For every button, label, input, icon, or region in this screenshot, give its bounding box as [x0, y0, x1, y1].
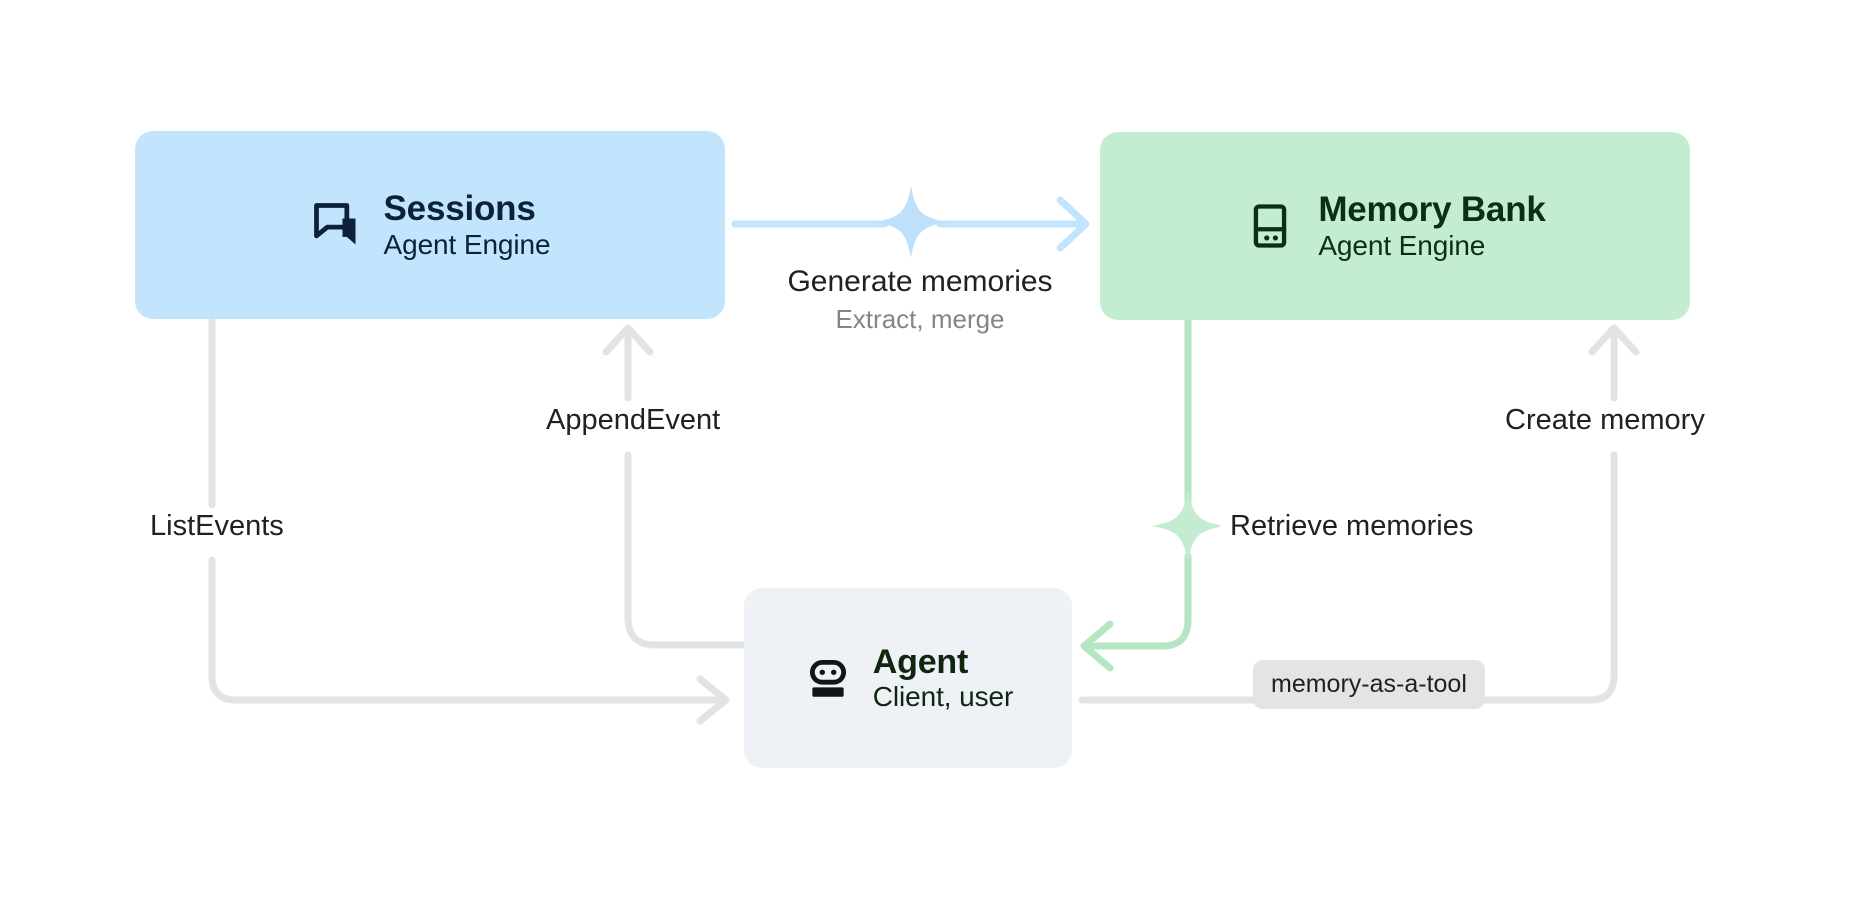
node-agent[interactable]: Agent Client, user [744, 588, 1072, 768]
edge-label-generate-memories: Generate memories Extract, merge [770, 265, 1070, 335]
edge-label-list-events-text: ListEvents [150, 510, 284, 542]
chat-bubbles-icon [310, 199, 362, 251]
edge-label-list-events: ListEvents [140, 508, 294, 545]
edge-label-generate-memories-text: Generate memories [787, 265, 1053, 298]
edge-label-create-memory: Create memory [1495, 402, 1715, 439]
node-agent-subtitle: Client, user [872, 681, 1014, 713]
node-sessions-subtitle: Agent Engine [383, 228, 551, 260]
node-memory-bank-subtitle: Agent Engine [1318, 229, 1486, 261]
node-agent-title: Agent [872, 642, 969, 681]
edge-label-append-event: AppendEvent [536, 402, 731, 439]
node-memory-bank[interactable]: Memory Bank Agent Engine [1100, 132, 1690, 320]
edge-label-retrieve-memories: Retrieve memories [1220, 508, 1484, 545]
edge-label-append-event-text: AppendEvent [546, 404, 721, 436]
robot-icon [803, 653, 853, 703]
edge-retrieve-memories [1080, 316, 1224, 672]
memory-bank-icon [1244, 200, 1296, 252]
edge-label-retrieve-memories-text: Retrieve memories [1230, 510, 1474, 542]
edge-generate-memories [731, 186, 1090, 258]
node-sessions[interactable]: Sessions Agent Engine [135, 131, 725, 319]
node-sessions-title: Sessions [383, 189, 536, 229]
sparkle-icon [1152, 490, 1224, 562]
edge-label-create-memory-text: Create memory [1505, 404, 1705, 436]
edge-append-event [602, 324, 748, 649]
node-memory-bank-title: Memory Bank [1318, 190, 1546, 230]
sparkle-icon [875, 186, 947, 258]
memory-as-a-tool-badge: memory-as-a-tool [1253, 660, 1485, 709]
edge-label-generate-memories-sub: Extract, merge [835, 304, 1005, 334]
